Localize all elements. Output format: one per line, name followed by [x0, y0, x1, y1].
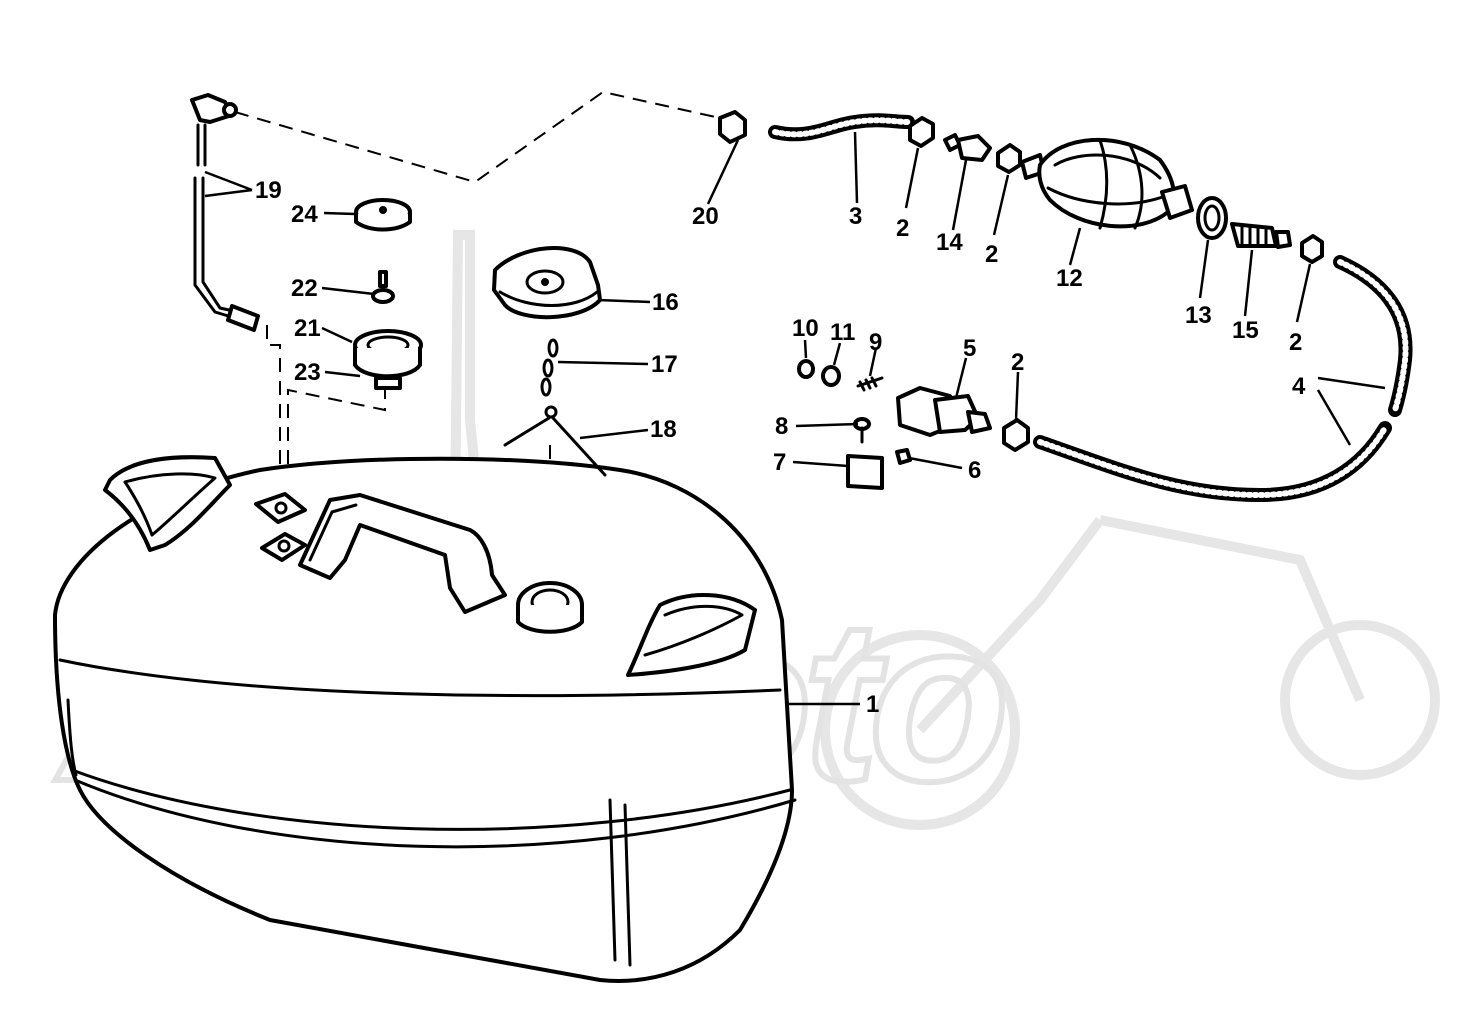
part-4-hose [1033, 255, 1413, 503]
part-6-clip [895, 448, 912, 465]
callout-10: 10 [792, 315, 819, 342]
part-17-chain [540, 338, 559, 397]
callout-2-c: 2 [1289, 329, 1302, 356]
fuel-tank [53, 455, 797, 983]
callout-6: 6 [968, 457, 981, 484]
part-5-connector [896, 386, 992, 437]
part-20-nut [718, 110, 747, 144]
callout-3: 3 [849, 203, 862, 230]
callout-5: 5 [963, 335, 976, 362]
callout-2-d: 2 [1011, 349, 1024, 376]
part-24-cap [354, 198, 412, 232]
callout-2-b: 2 [985, 241, 998, 268]
callout-16: 16 [652, 289, 679, 316]
part-13-clamp [1196, 196, 1228, 240]
callout-22: 22 [291, 275, 318, 302]
callout-8: 8 [775, 413, 788, 440]
callout-12: 12 [1056, 265, 1083, 292]
part-7-plate [846, 454, 884, 490]
part-16-tank-cap [492, 246, 602, 320]
callout-13: 13 [1185, 302, 1212, 329]
part-3-hose [768, 113, 915, 142]
callout-17: 17 [651, 351, 678, 378]
part-11-washer [821, 365, 841, 387]
callout-20: 20 [692, 203, 719, 230]
part-2-clamps [908, 116, 1324, 452]
callout-19: 19 [255, 177, 282, 204]
callout-9: 9 [869, 329, 882, 356]
leader-lines [204, 131, 1386, 706]
callout-11: 11 [830, 319, 855, 346]
part-12-primer-bulb [1020, 137, 1194, 230]
part-15-valve [1230, 222, 1292, 249]
callout-2-a: 2 [896, 215, 909, 242]
part-22-screw [371, 270, 395, 304]
part-21-fitting [353, 329, 423, 390]
callout-labels: 1 2 2 2 2 3 4 5 6 7 8 9 10 11 12 13 14 1… [255, 177, 1306, 718]
callout-4: 4 [1292, 373, 1306, 400]
callout-23: 23 [294, 359, 321, 386]
callout-14: 14 [936, 229, 963, 256]
callout-24: 24 [291, 201, 318, 228]
part-8-pin [853, 417, 871, 444]
part-10-washer [797, 359, 815, 379]
callout-18: 18 [650, 416, 677, 443]
pickup-tube [190, 93, 260, 332]
part-18-retainer [503, 405, 607, 477]
part-14-valve [943, 133, 992, 162]
callout-21: 21 [294, 315, 321, 342]
callout-1: 1 [866, 691, 879, 718]
callout-15: 15 [1232, 317, 1259, 344]
part-9-spring [856, 376, 884, 392]
callout-7: 7 [773, 449, 786, 476]
